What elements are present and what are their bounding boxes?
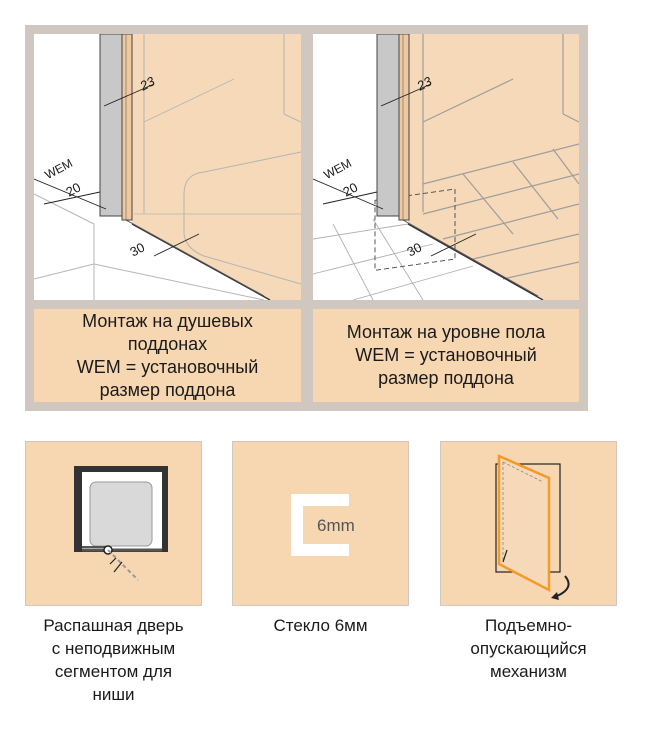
caption-line: с неподвижным	[51, 639, 176, 658]
lift-mechanism-caption: Подъемно- опускающийся механизм	[437, 614, 620, 683]
floor-level-caption: Монтаж на уровне пола WEM = установочный…	[313, 309, 579, 402]
caption-line: WEM = установочный	[355, 345, 537, 365]
hinged-door-caption: Распашная дверь с неподвижным сегментом …	[18, 614, 209, 706]
caption-line: механизм	[490, 662, 567, 681]
lift-mechanism-icon-box	[440, 441, 617, 606]
installation-diagrams-frame: 23 WEM 20 30	[25, 25, 588, 411]
caption-line: размер поддона	[99, 379, 236, 400]
caption-line: размер поддона	[378, 368, 514, 388]
shower-tray-svg	[34, 34, 301, 300]
floor-level-svg	[313, 34, 579, 300]
caption-line: опускающийся	[470, 639, 587, 658]
caption-line: WEM = установочный	[76, 356, 259, 377]
caption-line: Монтаж на уровне пола	[346, 322, 546, 342]
glass-profile-icon	[291, 494, 349, 556]
caption-line: Стекло 6мм	[273, 616, 368, 635]
caption-line: ниши	[92, 685, 135, 704]
hinged-door-icon-box	[25, 441, 202, 606]
shower-tray-caption: Монтаж на душевых поддонах WEM = установ…	[34, 309, 301, 402]
floor-level-drawing: 23 WEM 20 30	[313, 34, 579, 300]
caption-line: Распашная дверь	[43, 616, 184, 635]
shower-tray-drawing: 23 WEM 20 30	[34, 34, 301, 300]
caption-line: сегментом для	[54, 662, 173, 681]
lift-mechanism-icon	[495, 454, 570, 600]
glass-caption: Стекло 6мм	[228, 614, 413, 637]
caption-line: Монтаж на душевых	[82, 310, 253, 331]
glass-icon-box: 6mm	[232, 441, 409, 606]
glass-thickness-label: 6mm	[317, 516, 355, 535]
caption-line: поддонах	[127, 333, 208, 354]
hinged-door-icon	[74, 466, 168, 581]
caption-line: Подъемно-	[484, 616, 573, 635]
